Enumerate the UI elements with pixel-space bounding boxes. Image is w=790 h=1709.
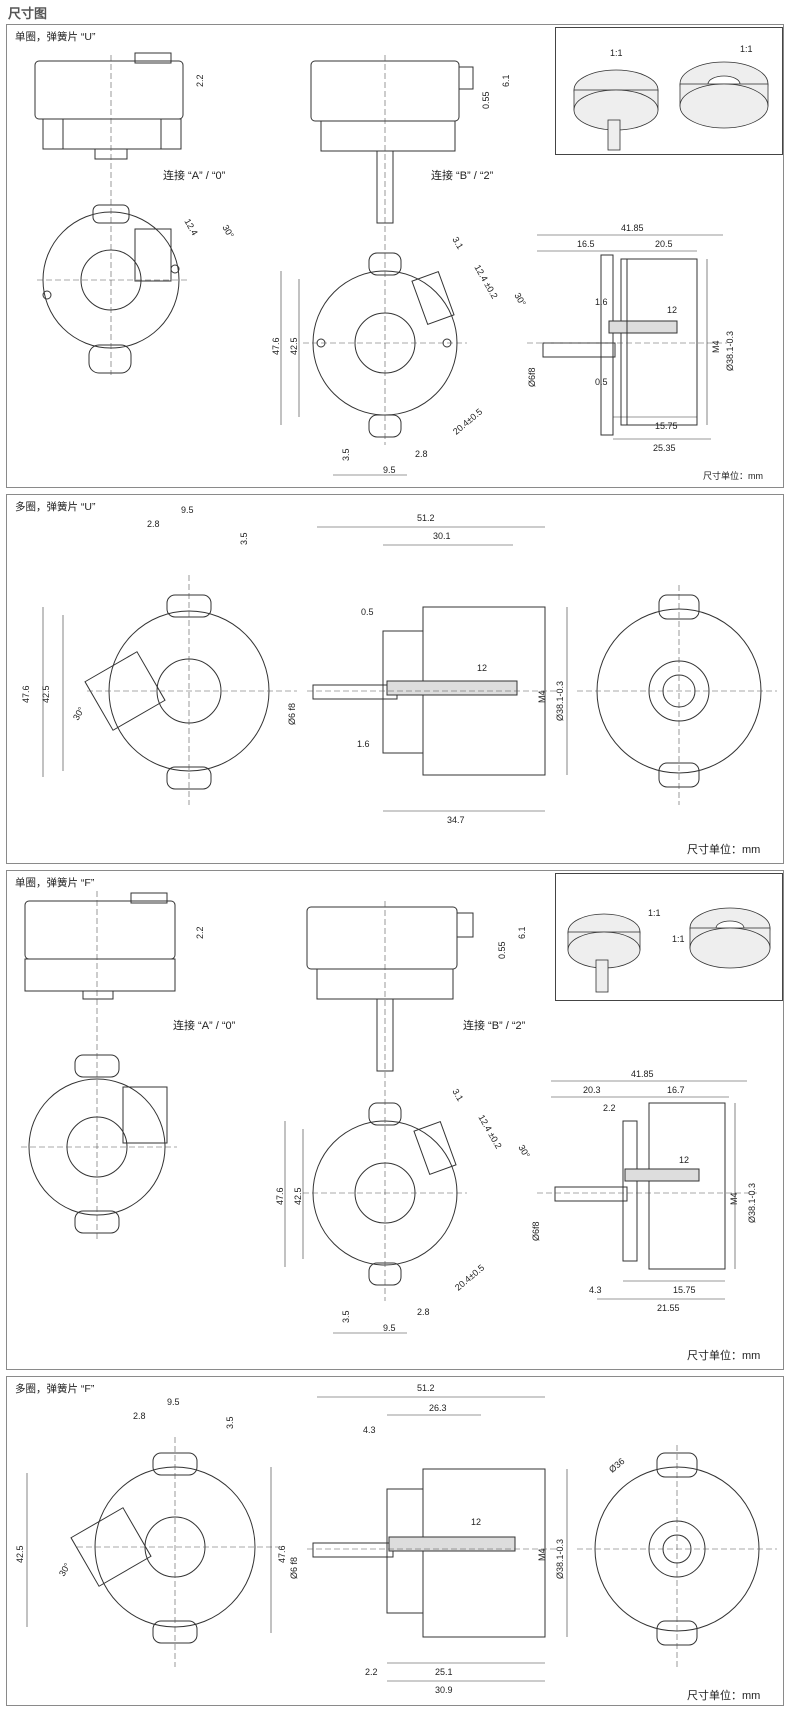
panel-title: 多圈，弹簧片 “F” bbox=[15, 1383, 95, 1395]
encoder-photo bbox=[567, 907, 771, 993]
dim-body: 30.1 bbox=[433, 531, 451, 541]
dim-len-c: 4.3 bbox=[589, 1285, 602, 1295]
photo-box: 1:1 1:1 bbox=[555, 27, 783, 155]
dim-screw: 12 bbox=[679, 1155, 690, 1165]
dim-h-inner: 42.5 bbox=[293, 1187, 303, 1205]
panel-4-drawing bbox=[26, 1396, 777, 1682]
connection-a-label: 连接 “A” / “0” bbox=[173, 1020, 236, 1032]
connection-b-label: 连接 “B” / “2” bbox=[463, 1020, 526, 1032]
panel-title: 单圈，弹簧片 “F” bbox=[15, 877, 95, 889]
dim-tab-h: 3.5 bbox=[341, 448, 351, 461]
dim-step: 2.2 bbox=[603, 1103, 616, 1113]
dim-side-h: 6.1 bbox=[501, 74, 511, 87]
panel-single-turn-f: 单圈，弹簧片 “F” bbox=[6, 870, 784, 1370]
dim-side-h: 6.1 bbox=[517, 926, 527, 939]
dim-part-a: 16.5 bbox=[577, 239, 595, 249]
dim-bore: Ø38.1-0.3 bbox=[747, 1182, 757, 1223]
dim-overall: 41.85 bbox=[621, 223, 644, 233]
unit-note: 尺寸单位：mm bbox=[687, 1690, 761, 1702]
dim-tab-span: 9.5 bbox=[167, 1397, 180, 1407]
dim-shaft-d: Ø6 f8 bbox=[289, 1556, 299, 1579]
dim-h-outer: 47.6 bbox=[21, 685, 31, 703]
dim-tab-span: 9.5 bbox=[383, 1323, 396, 1333]
ratio-label-2: 1:1 bbox=[672, 934, 685, 944]
dim-h-outer: 47.6 bbox=[271, 337, 281, 355]
dim-len-a: 25.1 bbox=[435, 1667, 453, 1677]
ratio-label-1: 1:1 bbox=[610, 48, 623, 58]
dim-part-a: 20.3 bbox=[583, 1085, 601, 1095]
dim-step: 1.6 bbox=[357, 739, 370, 749]
dim-len-b: 25.35 bbox=[653, 443, 676, 453]
ratio-label-1: 1:1 bbox=[648, 908, 661, 918]
dim-tab-span: 9.5 bbox=[383, 465, 396, 475]
unit-note: 尺寸单位：mm bbox=[703, 471, 763, 481]
panel-multi-turn-u: 多圈，弹簧片 “U” bbox=[6, 494, 784, 864]
dim-gap: 0.5 bbox=[595, 377, 608, 387]
dim-step: 1.6 bbox=[595, 297, 608, 307]
dim-tab-h: 3.5 bbox=[225, 1416, 235, 1429]
dim-m4: M4 bbox=[537, 1548, 547, 1561]
dim-part-b: 20.5 bbox=[655, 239, 673, 249]
encoder-photo bbox=[573, 61, 769, 151]
dim-tab-w: 2.8 bbox=[417, 1307, 430, 1317]
dim-tab-span: 9.5 bbox=[181, 505, 194, 515]
connection-a-label: 连接 “A” / “0” bbox=[163, 170, 226, 182]
dim-len: 34.7 bbox=[447, 815, 465, 825]
dim-screw: 12 bbox=[667, 305, 678, 315]
dim-bore: Ø38.1-0.3 bbox=[555, 1538, 565, 1579]
dim-overall: 51.2 bbox=[417, 513, 435, 523]
dim-bore: Ø38.1-0.3 bbox=[555, 680, 565, 721]
dim-h-outer: 47.6 bbox=[275, 1187, 285, 1205]
dim-side-gap: 0.55 bbox=[481, 91, 491, 109]
dim-m4: M4 bbox=[537, 690, 547, 703]
dim-len-b: 30.9 bbox=[435, 1685, 453, 1695]
dim-shaft-d: Ø6f8 bbox=[527, 367, 537, 387]
dim-tab-w: 2.8 bbox=[415, 449, 428, 459]
dim-len-a: 15.75 bbox=[655, 421, 678, 431]
dim-m4: M4 bbox=[729, 1192, 739, 1205]
panel-multi-turn-f: 多圈，弹簧片 “F” bbox=[6, 1376, 784, 1706]
dim-overall: 51.2 bbox=[417, 1383, 435, 1393]
dim-len-b: 21.55 bbox=[657, 1303, 680, 1313]
dim-tab-h: 3.5 bbox=[239, 532, 249, 545]
dim-top-h: 2.2 bbox=[195, 74, 205, 87]
dim-h-inner: 42.5 bbox=[289, 337, 299, 355]
panel-title: 多圈，弹簧片 “U” bbox=[15, 501, 96, 513]
panel-3-drawing bbox=[21, 891, 757, 1334]
dim-tab-h: 3.5 bbox=[341, 1310, 351, 1323]
page-title: 尺寸图 bbox=[8, 6, 48, 21]
dim-shaft-d: Ø6 f8 bbox=[287, 702, 297, 725]
panel-2-drawing bbox=[42, 526, 777, 812]
dim-bore: Ø38.1-0.3 bbox=[725, 330, 735, 371]
dim-m4: M4 bbox=[711, 340, 721, 353]
ratio-label-2: 1:1 bbox=[740, 44, 753, 54]
panel-single-turn-u: 单圈，弹簧片 “U” bbox=[6, 24, 784, 488]
dim-overall: 41.85 bbox=[631, 1069, 654, 1079]
dim-gap: 0.5 bbox=[361, 607, 374, 617]
dim-h-inner: 42.5 bbox=[41, 685, 51, 703]
panel-1-drawing bbox=[34, 52, 727, 476]
dim-tab-w: 2.8 bbox=[133, 1411, 146, 1421]
dim-body: 26.3 bbox=[429, 1403, 447, 1413]
photo-box: 1:1 1:1 bbox=[555, 873, 783, 1001]
dim-part-b: 16.7 bbox=[667, 1085, 685, 1095]
dim-screw: 12 bbox=[471, 1517, 482, 1527]
dim-h-outer: 47.6 bbox=[277, 1545, 287, 1563]
dim-top-h: 2.2 bbox=[195, 926, 205, 939]
dim-len-c: 2.2 bbox=[365, 1667, 378, 1677]
dim-tab-w: 2.8 bbox=[147, 519, 160, 529]
unit-note: 尺寸单位：mm bbox=[687, 844, 761, 856]
unit-note: 尺寸单位：mm bbox=[687, 1350, 761, 1362]
dim-screw: 12 bbox=[477, 663, 488, 673]
dim-h-inner: 42.5 bbox=[15, 1545, 25, 1563]
dim-shaft-d: Ø6f8 bbox=[531, 1221, 541, 1241]
dim-side-gap: 0.55 bbox=[497, 941, 507, 959]
connection-b-label: 连接 “B” / “2” bbox=[431, 170, 494, 182]
dim-len-a: 15.75 bbox=[673, 1285, 696, 1295]
dim-step: 4.3 bbox=[363, 1425, 376, 1435]
panel-title: 单圈，弹簧片 “U” bbox=[15, 31, 96, 43]
